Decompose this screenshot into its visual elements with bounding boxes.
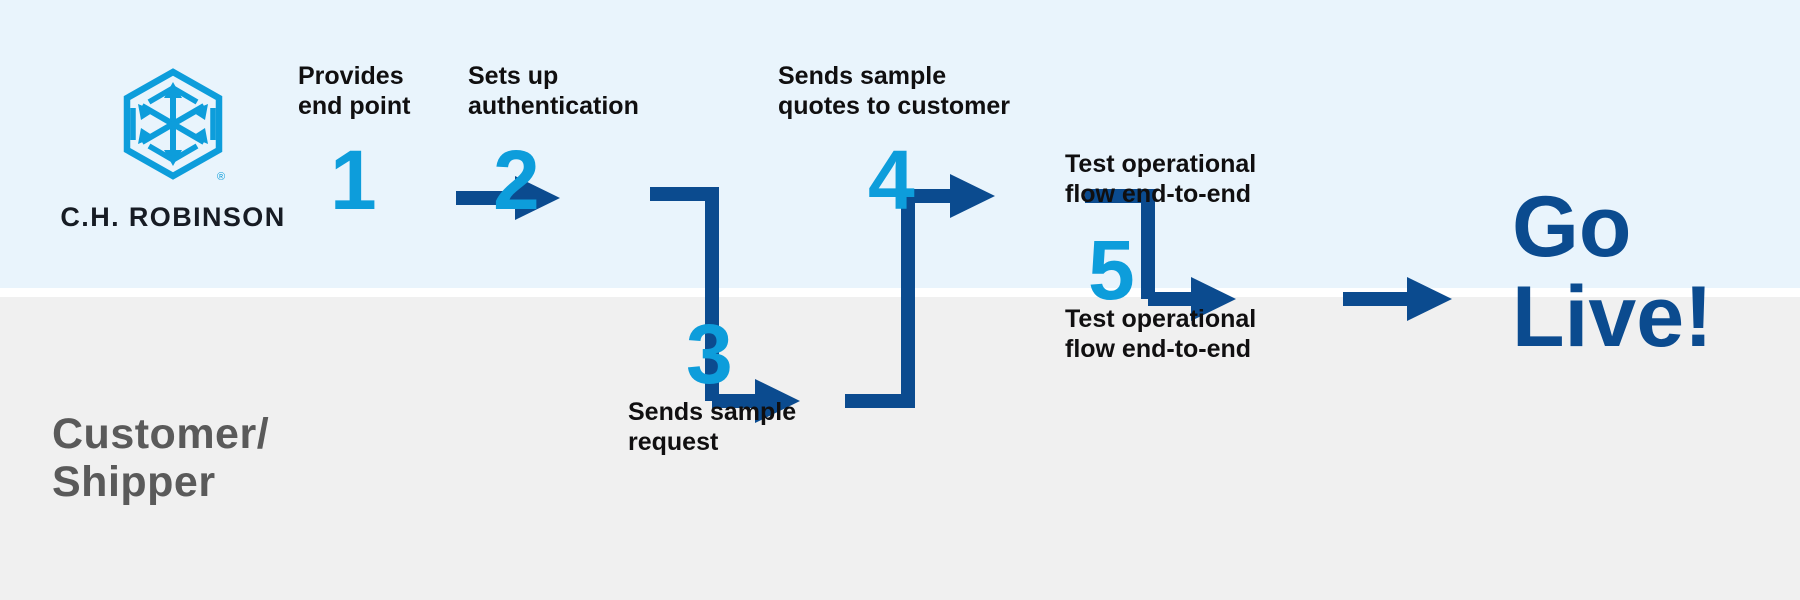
brand-logo: ® C.H. ROBINSON bbox=[48, 68, 298, 233]
hexagon-arrows-logo-icon: ® bbox=[123, 68, 225, 183]
step-2-number: 2 bbox=[493, 133, 540, 227]
step-5-number: 5 bbox=[1088, 223, 1135, 317]
connector-5-to-golive bbox=[1343, 277, 1452, 321]
step-3-label: Sends sample request bbox=[628, 398, 797, 456]
step-2-label: Sets up authentication bbox=[468, 62, 639, 120]
brand-wordmark: C.H. ROBINSON bbox=[60, 202, 286, 232]
step-5-label-above: Test operational flow end-to-end bbox=[1065, 150, 1257, 208]
outcome-go-live: Go Live! bbox=[1512, 179, 1713, 366]
lane-provider-band bbox=[0, 0, 1800, 288]
step-5-label-below: Test operational flow end-to-end bbox=[1065, 305, 1257, 363]
step-3-number: 3 bbox=[686, 307, 733, 401]
step-1-number: 1 bbox=[330, 133, 377, 227]
connector-2-to-3 bbox=[650, 187, 800, 423]
registered-mark: ® bbox=[217, 171, 225, 183]
step-4-label: Sends sample quotes to customer bbox=[778, 62, 1010, 120]
connector-3-to-4 bbox=[845, 174, 995, 408]
lane-label-customer: Customer/ Shipper bbox=[52, 410, 270, 507]
step-4-number: 4 bbox=[868, 133, 915, 227]
connector-1-to-2 bbox=[456, 176, 560, 220]
lane-customer-band bbox=[0, 297, 1800, 600]
step-1-label: Provides end point bbox=[298, 62, 411, 120]
connector-4-to-5 bbox=[1085, 189, 1236, 321]
